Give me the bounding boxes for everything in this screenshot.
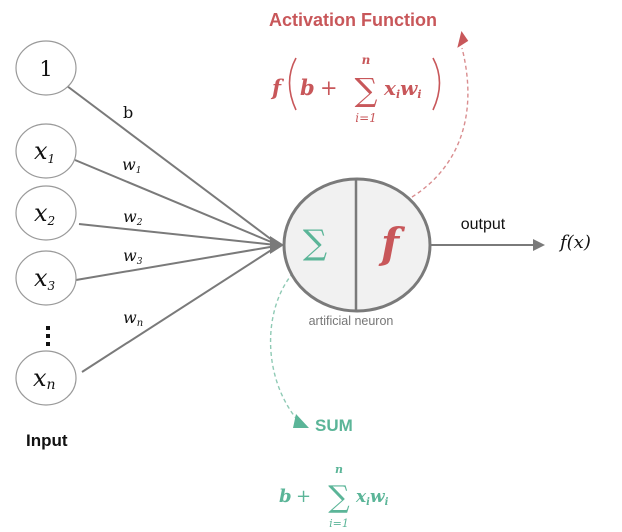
output-label: output <box>461 216 506 233</box>
svg-text:b: b <box>279 486 292 507</box>
ellipsis-icon <box>46 326 50 346</box>
svg-text:xiwi: xiwi <box>355 487 389 508</box>
sum-dashed-arrow <box>269 272 301 424</box>
activation-title: Activation Function <box>269 10 437 30</box>
input-node-label: x2 <box>34 199 55 228</box>
svg-text:i=1: i=1 <box>355 111 377 125</box>
connection-xn <box>81 246 277 373</box>
input-nodes <box>15 40 77 406</box>
connection-x3 <box>75 245 277 281</box>
sum-symbol-icon: ∑ <box>303 223 327 263</box>
weight-label: w2 <box>123 207 143 228</box>
input-node-label: xn <box>33 364 56 393</box>
neuron-label: artificial neuron <box>309 314 394 328</box>
sum-title: SUM <box>315 416 353 435</box>
svg-text:xiwi: xiwi <box>383 76 422 101</box>
sum-arrowhead <box>293 414 309 428</box>
svg-text:∑: ∑ <box>328 480 350 515</box>
sum-formula: b + ∑ n i=1 xiwi <box>279 463 389 530</box>
input-arrowhead <box>270 236 284 254</box>
input-node-x3 <box>15 250 77 306</box>
svg-text:+: + <box>320 76 338 100</box>
svg-text:n: n <box>335 463 343 476</box>
output-arrowhead <box>533 239 545 251</box>
svg-text:+: + <box>296 486 311 507</box>
svg-text:f: f <box>270 75 285 100</box>
weight-label: w3 <box>123 246 143 267</box>
left-paren <box>288 57 297 111</box>
input-node-label: x1 <box>34 137 55 166</box>
weight-label: w1 <box>122 155 141 176</box>
connection-x1 <box>74 159 277 245</box>
input-node-xn <box>15 350 77 406</box>
svg-text:∑: ∑ <box>355 71 378 109</box>
svg-text:b: b <box>300 75 315 100</box>
activation-formula: f b + ∑ n i=1 xiwi <box>270 53 441 125</box>
input-node-label: x3 <box>34 264 56 293</box>
svg-text:i=1: i=1 <box>329 517 349 530</box>
svg-text:n: n <box>362 53 371 67</box>
input-node-x2 <box>15 185 77 241</box>
input-node-bias <box>15 40 77 96</box>
input-node-label: 1 <box>39 57 52 81</box>
weight-label-bias: b <box>123 103 133 122</box>
input-connections <box>66 85 277 373</box>
connection-x2 <box>78 223 277 246</box>
connection-bias <box>66 85 277 244</box>
weight-label: wn <box>123 308 143 329</box>
output-value: f(x) <box>558 232 591 253</box>
activation-dashed-arrow <box>411 47 469 198</box>
right-paren <box>432 57 441 111</box>
activation-arrowhead <box>457 30 469 48</box>
input-title: Input <box>26 431 68 450</box>
input-node-x1 <box>15 123 77 179</box>
